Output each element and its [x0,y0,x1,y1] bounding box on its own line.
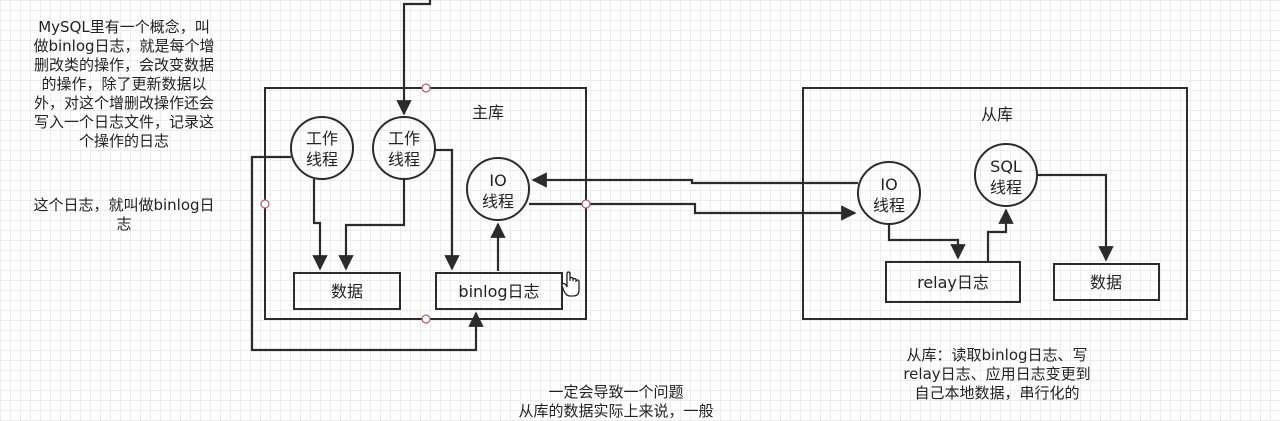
worker2-to-binlog-arrow [435,148,460,271]
master-io-to-slave-io-arrow [529,202,857,221]
incoming-write-arrow [396,0,432,116]
worker2-label-2: 线程 [388,150,420,169]
master-worker-thread-1[interactable] [290,116,354,180]
connection-point-bottom [421,314,431,324]
master-data-label: 数据 [331,282,363,301]
master-io-label-2: 线程 [482,192,514,211]
worker2-label-1: 工作 [388,129,420,148]
worker1-label-2: 线程 [306,150,338,169]
slave-title: 从库 [981,105,1013,124]
worker1-loop-to-binlog-arrow [250,155,484,352]
relay-log-box[interactable] [885,261,1021,303]
binlog-box[interactable] [435,272,563,310]
worker1-label-1: 工作 [306,129,338,148]
slave-io-label-1: IO [880,175,897,194]
slave-summary-note: 从库：读取binlog日志、写 relay日志、应用日志变更到 自己本地数据，串… [903,346,1091,402]
hand-cursor-icon [561,271,580,297]
worker2-to-data-arrow [338,179,406,271]
binlog-label: binlog日志 [458,282,539,301]
slave-container [802,87,1188,320]
master-title: 主库 [472,103,504,122]
worker1-to-data-arrow [312,179,328,271]
replication-diagram: 主库 从库 工作 线程 工作 线程 IO 线程 数据 binlog日志 IO 线… [250,0,1188,352]
relay-to-sql-arrow [986,208,1014,262]
sql-to-slave-data-arrow [1037,173,1114,262]
connection-point-right [581,199,591,209]
slave-data-label: 数据 [1090,273,1122,292]
connection-point-left [260,199,270,209]
master-io-thread[interactable] [466,157,530,221]
relay-log-label: relay日志 [917,273,989,292]
slave-data-box[interactable] [1053,263,1160,301]
connection-point-top [421,83,431,93]
slave-sql-label-1: SQL [990,157,1022,176]
master-worker-thread-2[interactable] [372,116,436,180]
master-io-label-1: IO [489,171,506,190]
slave-io-to-relay-arrow [887,224,966,260]
binlog-explanation-note: MySQL里有一个概念，叫 做binlog日志，就是每个增 删改类的操作，会改变… [33,18,215,150]
slave-sql-label-2: 线程 [990,178,1022,197]
slave-io-label-2: 线程 [873,196,905,215]
master-data-box[interactable] [293,272,401,310]
binlog-definition-note: 这个日志，就叫做binlog日 志 [33,196,215,233]
slave-request-to-master-io-arrow [531,172,858,188]
